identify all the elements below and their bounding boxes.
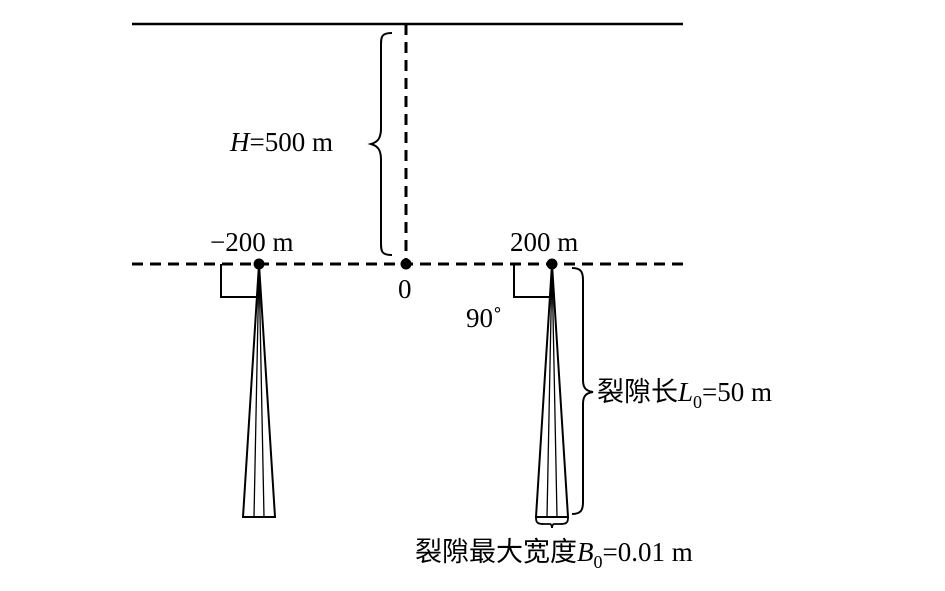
fracture-length-var: L <box>677 377 693 407</box>
depth-var: H <box>229 127 251 157</box>
fracture-width-sub: 0 <box>594 552 603 572</box>
depth-label: H=500 m <box>229 127 333 157</box>
width-brace <box>535 517 569 529</box>
left-fracture <box>220 263 277 518</box>
origin-label: 0 <box>398 274 412 304</box>
left-position-label: −200 m <box>210 227 293 257</box>
right-fracture <box>513 263 570 518</box>
fracture-length-value: =50 m <box>702 377 772 407</box>
fracture-length-sub: 0 <box>693 392 702 412</box>
fracture-width-value: =0.01 m <box>603 537 693 567</box>
fracture-length-label: 裂隙长L0=50 m <box>597 377 772 412</box>
fracture-length-prefix: 裂隙长 <box>597 377 678 407</box>
depth-brace <box>367 32 393 256</box>
fracture-width-prefix: 裂隙最大宽度 <box>415 537 577 567</box>
depth-value: =500 m <box>250 127 333 157</box>
right-position-label: 200 m <box>510 227 578 257</box>
fracture-width-label: 裂隙最大宽度B0=0.01 m <box>415 537 693 572</box>
length-brace <box>571 267 594 515</box>
fracture-width-var: B <box>577 537 594 567</box>
angle-label: 90˚ <box>466 303 502 333</box>
origin-point <box>400 258 412 270</box>
